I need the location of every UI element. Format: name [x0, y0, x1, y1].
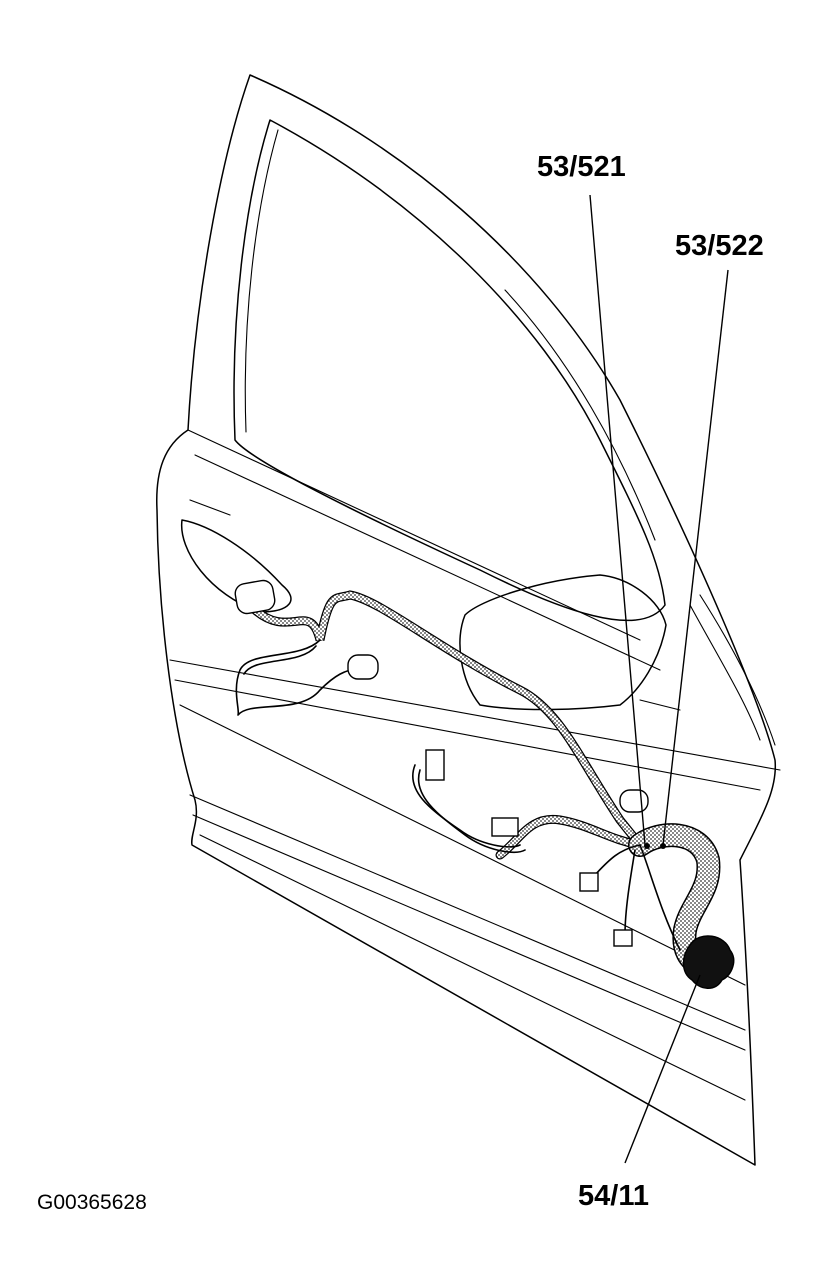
callout-54-11: 54/11 [578, 1180, 649, 1212]
callout-53-521: 53/521 [537, 151, 626, 183]
connectors [234, 579, 649, 947]
wiring-harness [235, 590, 721, 977]
grommet-connector [644, 843, 735, 989]
door-outline [156, 74, 781, 1166]
leader-lines [589, 194, 729, 1164]
callout-53-522: 53/522 [675, 230, 764, 262]
figure-reference: G00365628 [37, 1191, 147, 1214]
